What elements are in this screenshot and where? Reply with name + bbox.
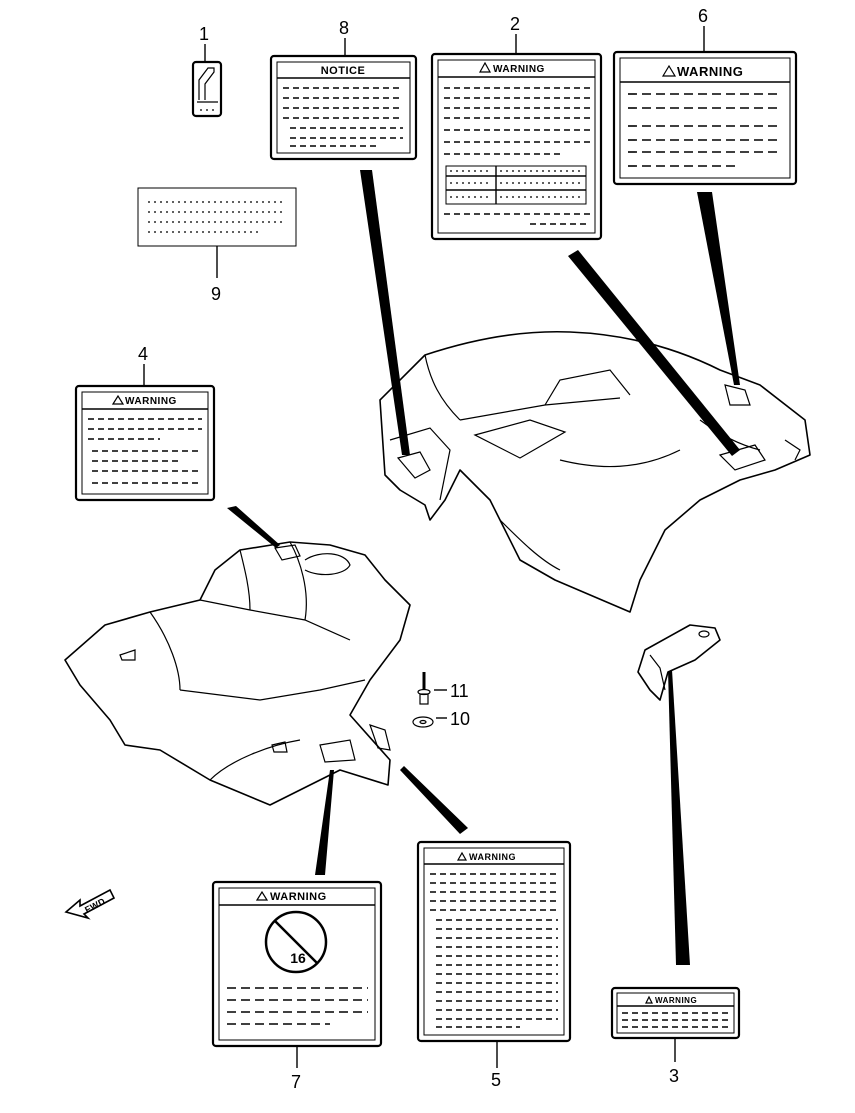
warning-triangle-icon xyxy=(645,995,653,1004)
decal-4-warning: 4 WARNING xyxy=(74,344,216,502)
fwd-label: FWD xyxy=(83,896,107,915)
leader-lines xyxy=(227,170,740,965)
washer-10: 10 xyxy=(412,709,470,729)
warning-3-title: WARNING xyxy=(655,996,697,1005)
part-number-11: 11 xyxy=(450,681,469,701)
screw-11: 11 xyxy=(417,672,469,705)
part-number-2: 2 xyxy=(510,14,520,34)
decal-6-warning: 6 WARNING xyxy=(612,6,798,186)
decal-8-notice: 8 NOTICE xyxy=(269,18,418,161)
decal-3-warning: WARNING 3 xyxy=(610,986,741,1086)
part-number-5: 5 xyxy=(491,1070,501,1090)
age-16-text: 16 xyxy=(290,950,306,966)
warning-4-title: WARNING xyxy=(125,396,177,407)
forward-arrow-icon: FWD xyxy=(64,888,116,920)
part-number-9: 9 xyxy=(211,284,221,304)
warning-triangle-icon xyxy=(478,61,492,73)
bracket-3 xyxy=(637,624,721,701)
warning-7-title: WARNING xyxy=(270,891,327,903)
part-number-6: 6 xyxy=(698,6,708,26)
part-number-3: 3 xyxy=(669,1066,679,1086)
decal-5-warning: WARNING 5 xyxy=(416,840,572,1090)
warning-triangle-icon xyxy=(255,890,269,901)
part-number-1: 1 xyxy=(199,24,209,44)
no-under-16-icon: 16 xyxy=(264,910,328,974)
warning-2-title: WARNING xyxy=(493,64,545,75)
rear-fender xyxy=(379,330,811,613)
warning-5-title: WARNING xyxy=(469,852,516,862)
part-number-8: 8 xyxy=(339,18,349,38)
part-number-4: 4 xyxy=(138,344,148,364)
part-number-7: 7 xyxy=(291,1072,301,1092)
front-fender xyxy=(64,541,411,806)
warning-triangle-icon xyxy=(456,851,468,861)
warning-triangle-icon xyxy=(111,394,125,405)
decal-7-warning: WARNING 16 7 xyxy=(211,880,383,1092)
part-number-10: 10 xyxy=(450,709,470,729)
decal-2-warning: 2 WARNING xyxy=(430,14,603,241)
warning-6-title: WARNING xyxy=(677,64,743,79)
notice-title: NOTICE xyxy=(321,65,366,77)
warning-triangle-icon xyxy=(661,64,677,77)
decal-9: 9 xyxy=(137,187,297,304)
decal-1: 1 xyxy=(191,24,223,118)
